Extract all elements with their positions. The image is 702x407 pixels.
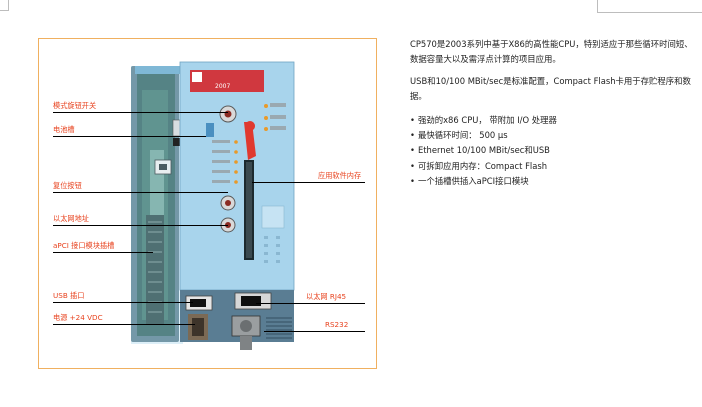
leader-mode-switch [53,112,228,113]
product-description: CP570是2003系列中基于X86的高性能CPU，特别适应于那些循环时间短、数… [410,37,695,189]
intro-paragraph: CP570是2003系列中基于X86的高性能CPU，特别适应于那些循环时间短、数… [410,39,693,64]
leader-app-memory [252,182,365,183]
feature-item: 强劲的x86 CPU， 带附加 I/O 处理器 [410,113,695,128]
callout-battery: 电池槽 [53,125,75,134]
leader-rs232 [264,331,365,332]
callout-ethernet: 以太网 RJ45 [306,292,347,301]
crop-mark-right [597,0,702,13]
callout-apci-slot: aPCI 接口模块插槽 [53,241,115,250]
feature-item: 可拆卸应用内存：Compact Flash [410,159,695,174]
leader-usb [53,302,193,303]
callout-usb: USB 插口 [53,291,85,300]
callout-power: 电源 +24 VDC [53,313,103,322]
memory-paragraph: USB和10/100 MBit/sec是标准配置，Compact Flash卡用… [410,76,691,101]
leader-eth-addr [53,225,228,226]
callout-app-memory: 应用软件内存 [318,171,362,180]
leader-power [53,324,195,325]
crop-mark-left [0,0,9,11]
callout-rs232: RS232 [325,320,349,329]
leader-ethernet [256,303,365,304]
leader-battery [53,136,206,137]
feature-item: 最快循环时间： 500 μs [410,128,695,143]
callout-eth-addr: 以太网地址 [53,214,89,223]
feature-item: Ethernet 10/100 MBit/sec和USB [410,143,695,158]
leader-apci-slot [53,252,153,253]
callout-reset: 复位按钮 [53,181,82,190]
device-model-label: 2007 [215,83,230,90]
leader-reset [53,192,228,193]
feature-list: 强劲的x86 CPU， 带附加 I/O 处理器 最快循环时间： 500 μs E… [410,113,695,189]
image-frame [38,38,377,369]
feature-item: 一个插槽供插入aPCI接口模块 [410,174,695,189]
callout-mode-switch: 模式旋钮开关 [53,101,97,110]
